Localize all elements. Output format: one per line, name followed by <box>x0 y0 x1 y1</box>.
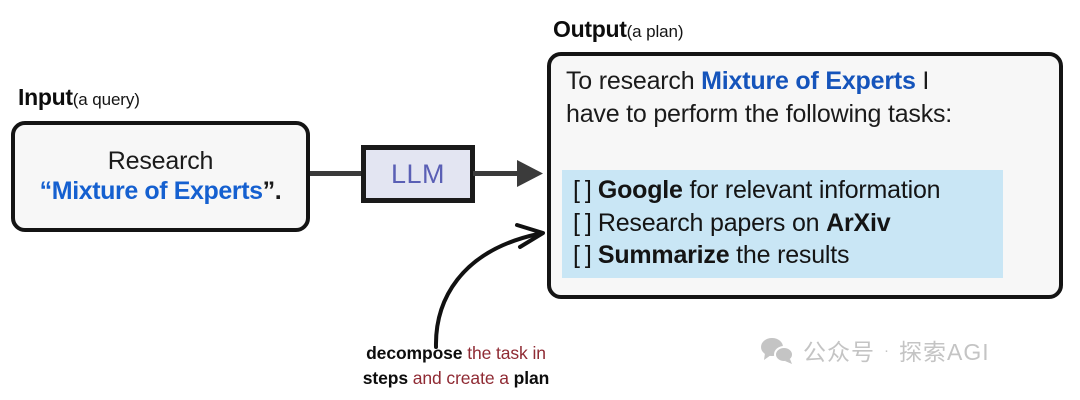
task-list-item[interactable]: [ ] Summarize the results <box>562 239 1003 272</box>
decompose-annotation: decompose the task in steps and create a… <box>331 341 581 392</box>
checkbox-icon[interactable]: [ ] <box>573 241 592 269</box>
task-pre: Research papers on <box>597 208 827 237</box>
task-list-item[interactable]: [ ] Research papers on ArXiv <box>562 207 1003 240</box>
input-close-quote: ”. <box>262 176 282 205</box>
annotation-keyword-decompose: decompose <box>366 343 463 363</box>
annotation-line-2-mid: and create a <box>408 368 514 389</box>
watermark-separator: · <box>884 341 890 359</box>
output-intro-text: To research Mixture of Experts I have to… <box>566 65 952 131</box>
task-list: [ ] Google for relevant information [ ] Re… <box>562 170 1003 278</box>
output-label-sub: (a plan) <box>626 22 684 41</box>
output-label-main: Output <box>553 16 627 42</box>
checkbox-icon[interactable]: [ ] <box>573 208 592 237</box>
annotation-line-1-rest: the task in <box>462 343 546 363</box>
task-keyword: ArXiv <box>826 208 891 237</box>
annotation-keyword-plan: plan <box>513 368 550 389</box>
curved-arrow-decompose-icon <box>433 223 545 349</box>
task-rest: for relevant information <box>682 176 941 204</box>
output-plan-box: To research Mixture of Experts I have to… <box>547 52 1063 299</box>
connector-input-to-llm <box>310 171 363 176</box>
task-keyword: Summarize <box>597 241 730 269</box>
llm-label: LLM <box>390 158 446 189</box>
input-open-quote: “ <box>39 176 53 205</box>
task-keyword: Google <box>597 176 683 204</box>
input-query-topic: Mixture of Experts <box>51 176 263 205</box>
watermark-text-left: 公众号 <box>803 339 875 365</box>
input-query-line-1: Research <box>107 147 214 175</box>
watermark: 公众号 · 探索AGI <box>760 333 990 367</box>
wechat-icon <box>761 337 794 364</box>
task-list-item[interactable]: [ ] Google for relevant information <box>562 174 1003 207</box>
output-intro-prefix: To research <box>566 67 702 95</box>
annotation-keyword-steps: steps <box>362 368 408 389</box>
llm-node: LLM <box>361 145 475 203</box>
output-intro-line-2: have to perform the following tasks: <box>566 100 953 128</box>
input-section-label: Input(a query) <box>18 86 140 109</box>
input-label-sub: (a query) <box>72 90 140 109</box>
output-section-label: Output(a plan) <box>553 16 684 42</box>
input-label-main: Input <box>18 84 73 110</box>
output-intro-topic: Mixture of Experts <box>701 67 916 95</box>
task-rest: the results <box>729 241 850 269</box>
watermark-text-right: 探索AGI <box>899 339 990 365</box>
input-query-box: Research “Mixture of Experts”. <box>11 121 310 232</box>
input-query-line-2: “Mixture of Experts”. <box>40 177 282 207</box>
checkbox-icon[interactable]: [ ] <box>573 176 592 204</box>
arrow-llm-to-output-icon <box>473 160 543 187</box>
output-intro-suffix: I <box>915 67 930 95</box>
